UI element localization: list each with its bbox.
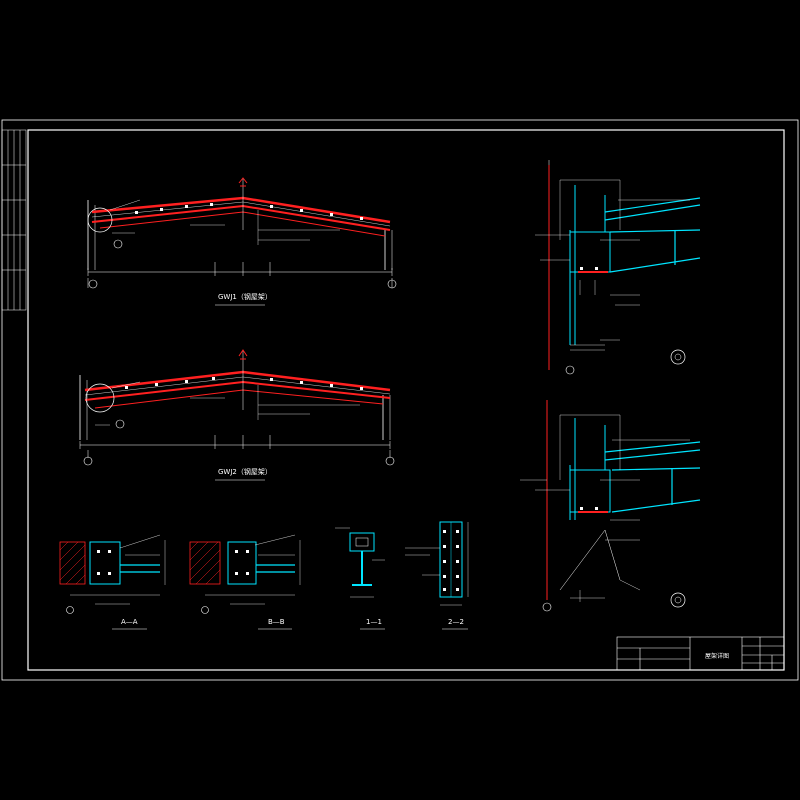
binding-margin-table bbox=[1, 129, 27, 311]
title-section-11: 1—1 bbox=[366, 618, 382, 626]
title-section-aa: A—A bbox=[121, 618, 138, 626]
truss-gwj2 bbox=[79, 349, 395, 466]
section-bb bbox=[189, 534, 301, 614]
title-gwj1: GWJ1（钢屋架） bbox=[218, 292, 272, 301]
detail-1 bbox=[535, 160, 701, 375]
title-section-bb: B—B bbox=[268, 618, 285, 626]
title-gwj2: GWJ2（钢屋架） bbox=[218, 467, 272, 476]
truss-gwj1 bbox=[87, 177, 397, 289]
section-aa bbox=[59, 534, 166, 614]
section-22 bbox=[405, 521, 469, 606]
sheet-frame bbox=[1, 119, 799, 681]
detail-2 bbox=[520, 400, 701, 612]
section-11 bbox=[335, 527, 385, 598]
title-block-drawing-name: 屋架详图 bbox=[705, 652, 729, 660]
title-section-22: 2—2 bbox=[448, 618, 464, 626]
title-block bbox=[616, 636, 785, 671]
